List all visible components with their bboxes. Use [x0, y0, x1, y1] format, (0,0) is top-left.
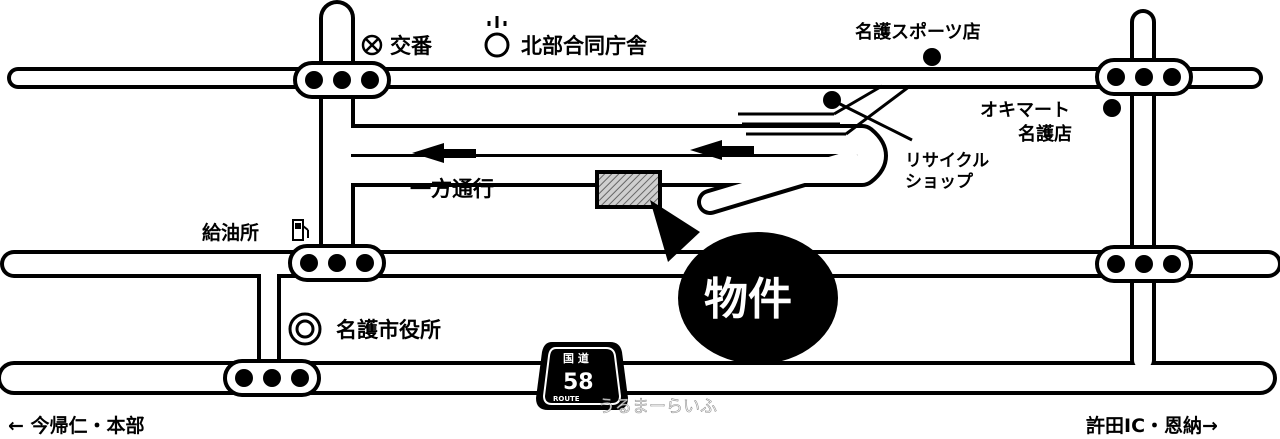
property-label: 物件: [704, 274, 792, 325]
route-shield-small-label: ROUTE: [553, 395, 580, 403]
okimart-marker-icon: [1103, 99, 1121, 117]
recycle-label-line2: ショップ: [905, 171, 974, 192]
traffic-signal-ne: [1095, 58, 1193, 96]
oneway-label: 一方通行: [410, 177, 494, 201]
traffic-signal-mid-west: [288, 244, 386, 282]
right-direction-label: 許田IC・恩納→: [1086, 414, 1218, 437]
traffic-signal-south: [223, 359, 321, 397]
government-office-icon: [484, 16, 510, 58]
koban-icon: [361, 34, 383, 56]
traffic-signals: [223, 58, 1193, 397]
gas-station-label: 給油所: [202, 221, 259, 244]
property-lot: [595, 170, 662, 209]
city-hall-label: 名護市役所: [336, 318, 441, 342]
watermark: うるまーらいふ: [598, 397, 717, 417]
north-office-label: 北部合同庁舎: [521, 34, 648, 58]
ramp-lines: [738, 84, 913, 142]
okimart-branch-label: 名護店: [1018, 123, 1072, 145]
sports-store-marker-icon: [923, 48, 941, 66]
sports-store-label: 名護スポーツ店: [855, 21, 981, 43]
left-direction-label: ← 今帰仁・本部: [8, 414, 145, 437]
okimart-label: オキマート: [980, 100, 1070, 121]
route-number-label: 58: [563, 370, 594, 395]
traffic-signal-nw: [293, 61, 391, 99]
route-shield-top-label: 国 道: [563, 351, 589, 365]
property-marker: [595, 170, 838, 364]
recycle-label-line1: リサイクル: [905, 151, 989, 171]
recycle-shop-marker-icon: [823, 91, 841, 109]
oneway-arrows: [412, 140, 754, 163]
koban-label: 交番: [390, 34, 433, 58]
route-58-shield: [536, 342, 628, 410]
traffic-signal-mid-east: [1095, 245, 1193, 283]
city-hall-icon: [288, 312, 322, 346]
gas-station-icon: [292, 219, 309, 241]
